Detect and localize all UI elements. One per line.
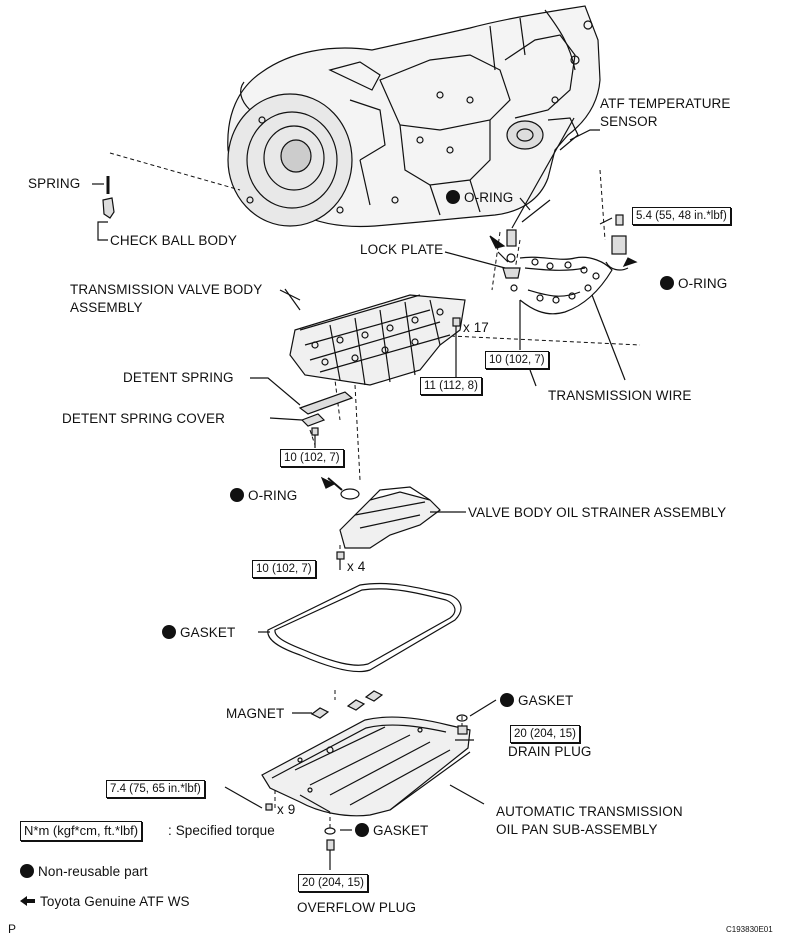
detent-spring-drawing [250, 377, 354, 448]
label-tvb-assembly-line2: ASSEMBLY [70, 300, 143, 315]
label-bolts-x9: x 9 [277, 802, 296, 817]
magnets-drawing [310, 690, 384, 719]
non-reusable-dot-icon [20, 864, 34, 878]
figure-code: C193830E01 [726, 925, 773, 934]
atf-arrows [320, 235, 638, 489]
label-bolts-x4: x 4 [347, 559, 366, 574]
label-gasket-drain: GASKET [500, 693, 573, 709]
label-o-ring-top: O-RING [446, 190, 513, 206]
label-gasket-pan: GASKET [162, 625, 235, 641]
torque-overflow-plug: 20 (204, 15) [298, 874, 369, 892]
non-reusable-dot-icon [446, 190, 460, 204]
non-reusable-dot-icon [500, 693, 514, 707]
label-tvb-assembly-line1: TRANSMISSION VALVE BODY [70, 282, 263, 297]
label-o-ring-strainer: O-RING [230, 488, 297, 504]
transmission-wire-drawing [519, 214, 629, 381]
label-transmission-wire: TRANSMISSION WIRE [548, 388, 692, 403]
label-check-ball-body: CHECK BALL BODY [110, 233, 238, 248]
drain-plug-drawing [456, 699, 497, 735]
leader-lines [224, 129, 613, 831]
label-valve-body-oil-strainer: VALVE BODY OIL STRAINER ASSEMBLY [468, 505, 727, 520]
non-reusable-dot-icon [230, 488, 244, 502]
label-gasket-overflow: GASKET [355, 823, 428, 839]
non-reusable-dot-icon [355, 823, 369, 837]
valve-body-drawing [284, 288, 466, 386]
label-oil-pan-line1: AUTOMATIC TRANSMISSION [496, 804, 683, 819]
strainer-drawing [327, 477, 460, 570]
label-overflow-plug: OVERFLOW PLUG [297, 900, 417, 915]
transmission-case-drawing [227, 5, 601, 228]
label-oil-pan-line2: OIL PAN SUB-ASSEMBLY [496, 822, 658, 837]
atf-temp-sensor [444, 117, 575, 292]
label-spring: SPRING [28, 176, 81, 191]
label-drain-plug: DRAIN PLUG [508, 744, 592, 759]
non-reusable-dot-icon [162, 625, 176, 639]
legend-torque-box: N*m (kgf*cm, ft.*lbf) [20, 821, 143, 841]
torque-valve-body-bolts: 11 (112, 8) [420, 377, 482, 395]
label-lock-plate: LOCK PLATE [360, 242, 444, 257]
label-detent-spring-cover: DETENT SPRING COVER [62, 411, 225, 426]
torque-wire-bolt: 10 (102, 7) [485, 351, 549, 369]
label-bolts-x17: x 17 [463, 320, 489, 335]
legend-non-reusable: Non-reusable part [20, 864, 148, 880]
torque-drain-plug: 20 (204, 15) [510, 725, 581, 743]
non-reusable-dot-icon [660, 276, 674, 290]
torque-detent-bolt: 10 (102, 7) [280, 449, 344, 467]
torque-pan-bolts: 7.4 (75, 65 in.*lbf) [106, 780, 205, 798]
arrow-left-icon [20, 896, 35, 906]
label-magnet: MAGNET [226, 706, 285, 721]
legend-atf: Toyota Genuine ATF WS [20, 894, 190, 910]
label-atf-temp-sensor-line2: SENSOR [600, 114, 658, 129]
label-detent-spring: DETENT SPRING [123, 370, 234, 385]
oil-pan-drawing [261, 716, 471, 817]
torque-strainer-bolts: 10 (102, 7) [252, 560, 316, 578]
label-o-ring-right: O-RING [660, 276, 727, 292]
spring-and-check-ball [92, 176, 115, 241]
torque-sensor-bolt: 5.4 (55, 48 in.*lbf) [632, 207, 731, 225]
overflow-plug-drawing [265, 803, 336, 870]
label-atf-temp-sensor-line1: ATF TEMPERATURE [600, 96, 731, 111]
page-letter: P [8, 922, 17, 936]
legend-torque-desc: : Specified torque [168, 823, 275, 838]
pan-gasket-drawing [267, 582, 462, 673]
